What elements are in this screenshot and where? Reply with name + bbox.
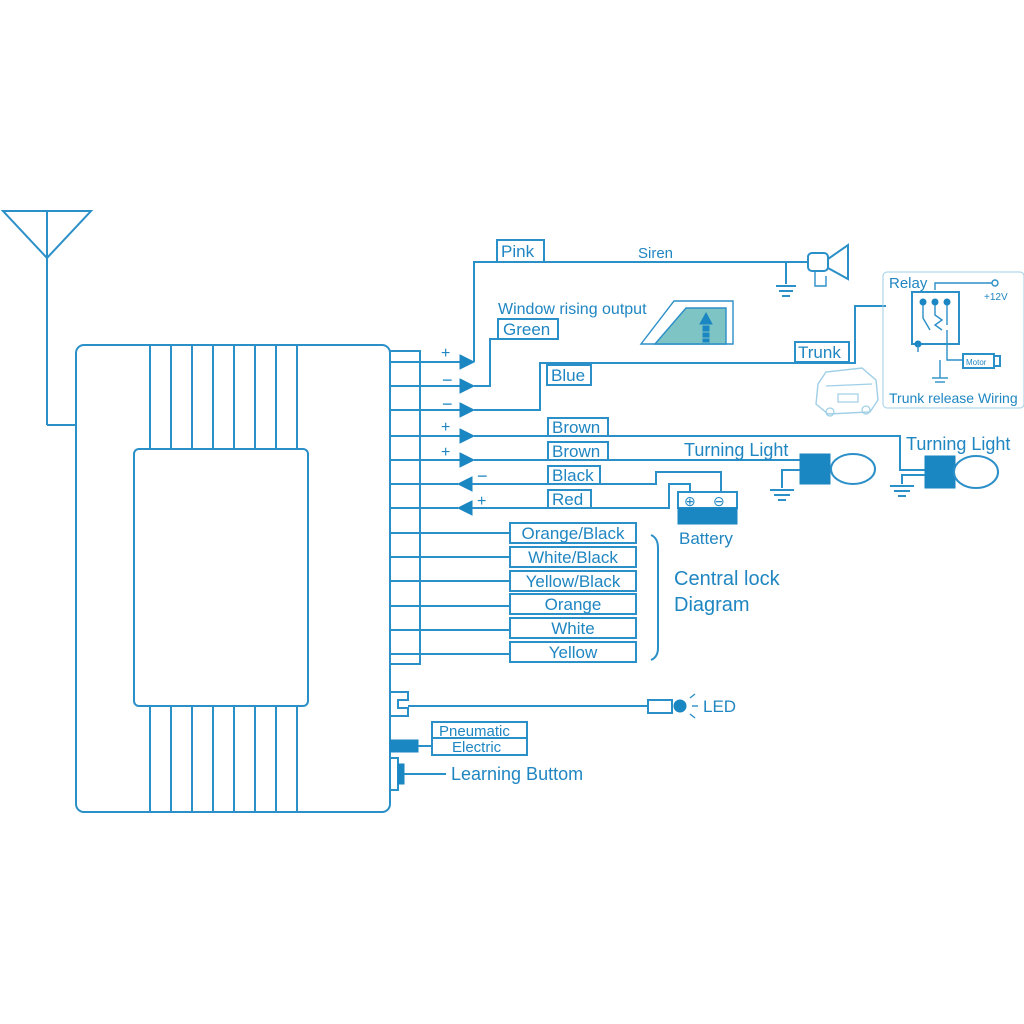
polarity-red: + xyxy=(477,493,486,510)
battery-caption: Battery xyxy=(679,529,733,548)
battery-pos: ⊕ xyxy=(684,493,696,509)
green-label: Green xyxy=(503,320,550,339)
polarity-black: − xyxy=(477,466,488,486)
window-rising-icon xyxy=(639,300,734,345)
learning-button: Learning Buttom xyxy=(389,757,583,791)
polarity-green: − xyxy=(442,370,453,390)
trunk-label: Trunk xyxy=(798,343,841,362)
car-rear-icon xyxy=(815,367,879,417)
arrow-brown2 xyxy=(459,452,476,468)
brown1-label: Brown xyxy=(552,418,600,437)
wire-stubs xyxy=(390,361,510,655)
arrow-pink xyxy=(459,354,476,370)
pink-label: Pink xyxy=(501,242,535,261)
central-lock-caption-2: Diagram xyxy=(674,594,750,616)
unit-fins-top xyxy=(149,345,298,449)
turning-light-2-caption: Turning Light xyxy=(906,434,1010,454)
siren-caption: Siren xyxy=(638,245,673,262)
turning-light-1-caption: Turning Light xyxy=(684,440,788,460)
blue-label: Blue xyxy=(551,366,585,385)
pneumatic-electric-selector: Pneumatic Electric xyxy=(389,721,528,756)
red-label: Red xyxy=(552,490,583,509)
plus12v-caption: +12V xyxy=(984,292,1008,303)
lock-wire-6: Yellow xyxy=(549,643,598,662)
arrow-blue xyxy=(459,402,476,418)
relay-caption: Relay xyxy=(889,275,928,292)
control-unit xyxy=(75,344,391,813)
lock-wire-4: Orange xyxy=(545,595,602,614)
antenna xyxy=(0,210,94,426)
wire-arrows xyxy=(456,354,476,516)
trunk-release-panel: Relay +12V Motor Trunk release Wiring xyxy=(882,271,1024,409)
battery-icon: ⊕ ⊖ Battery xyxy=(677,491,738,548)
lock-wire-1: Orange/Black xyxy=(522,524,625,543)
arrow-red xyxy=(456,500,473,516)
brown-wires: Brown Brown xyxy=(474,417,925,471)
lock-wire-5: White xyxy=(551,619,594,638)
central-lock-wires: Orange/Black White/Black Yellow/Black Or… xyxy=(509,522,781,663)
arrow-green xyxy=(459,378,476,394)
polarity-marks: + − − + + − + xyxy=(441,345,488,510)
arrow-black xyxy=(456,476,473,492)
battery-wires: Black Red xyxy=(472,465,722,509)
polarity-brown1: + xyxy=(441,419,450,436)
lock-wire-2: White/Black xyxy=(528,548,618,567)
arrow-brown1 xyxy=(459,428,476,444)
learning-button-caption: Learning Buttom xyxy=(451,764,583,784)
central-lock-caption-1: Central lock xyxy=(674,568,781,590)
electric-caption: Electric xyxy=(452,739,502,756)
polarity-pink: + xyxy=(441,345,450,362)
led-caption: LED xyxy=(703,697,736,716)
blue-wire: Blue Trunk xyxy=(474,305,886,411)
turning-light-1: Turning Light xyxy=(684,440,876,501)
pneumatic-caption: Pneumatic xyxy=(439,723,510,740)
motor-caption: Motor xyxy=(966,358,987,367)
lock-wire-3: Yellow/Black xyxy=(526,572,621,591)
green-wire: Green Window rising output xyxy=(474,301,647,387)
window-rising-caption: Window rising output xyxy=(498,301,647,318)
polarity-blue: − xyxy=(442,394,453,414)
polarity-brown2: + xyxy=(441,444,450,461)
brown2-label: Brown xyxy=(552,442,600,461)
unit-fins-bottom xyxy=(149,706,298,812)
battery-neg: ⊖ xyxy=(713,493,725,509)
trunk-release-caption: Trunk release Wiring xyxy=(889,390,1018,406)
black-label: Black xyxy=(552,466,594,485)
turning-light-2: Turning Light xyxy=(890,434,1010,497)
pink-wire: Pink Siren xyxy=(473,239,808,362)
led-connector: LED xyxy=(390,691,736,719)
siren-icon xyxy=(776,243,849,297)
